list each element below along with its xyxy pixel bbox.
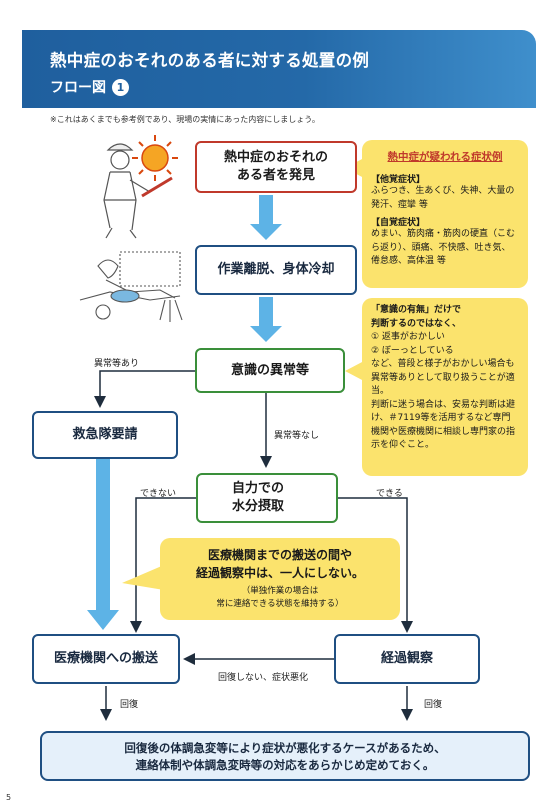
worker-illustration	[103, 143, 173, 239]
node-ambulance: 救急隊要請	[32, 411, 178, 459]
node-cooling: 作業離脱、身体冷却	[195, 245, 357, 295]
node-observe-label: 経過観察	[380, 651, 433, 666]
consciousness-callout-heading: 「意識の有無」だけで 判断するのではなく、	[371, 305, 462, 329]
line-cannot	[130, 497, 196, 633]
symptoms-callout: 熱中症が疑われる症状例 【他覚症状】 ふらつき、生あくび、失神、大量の発汗、痙攣…	[362, 140, 528, 288]
other-symptoms-text: ふらつき、生あくび、失神、大量の発汗、痙攣 等	[371, 186, 515, 210]
arrow-cooling-to-consciousness	[250, 297, 282, 342]
label-abnormal-yes: 異常等あり	[94, 359, 140, 369]
node-hydration: 自力での 水分摂取	[196, 473, 338, 523]
node-discover-label: 熱中症のおそれの ある者を発見	[223, 150, 328, 183]
monitoring-callout-main: 医療機関までの搬送の間や 経過観察中は、一人にしない。	[195, 548, 364, 580]
consciousness-item-2: ② ぼーっとしている	[371, 345, 454, 356]
page-title: 熱中症のおそれのある者に対する処置の例	[50, 51, 370, 70]
consciousness-callout: 「意識の有無」だけで 判断するのではなく、 ① 返事がおかしい ② ぼーっとして…	[362, 298, 528, 476]
final-note-box: 回復後の体調急変等により症状が悪化するケースがあるため、 連絡体制や体調急変時等…	[40, 731, 530, 781]
node-cooling-label: 作業離脱、身体冷却	[217, 262, 335, 277]
monitoring-callout-sub: （単独作業の場合は 常に連絡できる状態を維持する）	[216, 586, 344, 609]
self-symptoms-text: めまい、筋肉痛・筋肉の硬直（こむら返り）、頭痛、不快感、吐き気、倦怠感、高体温 …	[371, 229, 516, 266]
cooling-illustration	[79, 251, 183, 322]
line-can	[338, 497, 413, 633]
sun-icon	[132, 135, 178, 181]
label-not-recovered: 回復しない、症状悪化	[218, 673, 309, 683]
reference-note: ※これはあくまでも参考例であり、現場の実情にあった内容にしましょう。	[50, 115, 320, 124]
arrow-ambulance-to-transport	[87, 440, 119, 630]
line-abnormal-yes	[94, 370, 195, 408]
node-consciousness: 意識の異常等	[195, 348, 345, 393]
node-observe: 経過観察	[334, 634, 480, 684]
node-consciousness-label: 意識の異常等	[230, 362, 309, 378]
step-number-badge: 1	[112, 79, 129, 96]
label-cannot: できない	[140, 489, 177, 499]
label-can: できる	[376, 489, 403, 499]
node-transport-label: 医療機関への搬送	[53, 651, 158, 666]
label-recovered-left: 回復	[120, 700, 139, 710]
callout-tail-consciousness	[345, 361, 364, 381]
subtitle-text: フロー図	[50, 80, 106, 96]
node-transport: 医療機関への搬送	[32, 634, 180, 684]
callout-tail-middle-left	[122, 565, 164, 590]
label-recovered-right: 回復	[424, 700, 443, 710]
node-hydration-label: 自力での 水分摂取	[232, 481, 285, 514]
consciousness-text-1: など、普段と様子がおかしい場合も異常等ありとして取り扱うことが適当。	[371, 359, 515, 396]
other-symptoms-heading: 【他覚症状】	[371, 175, 426, 185]
symptoms-title: 熱中症が疑われる症状例	[387, 151, 503, 163]
final-note-text: 回復後の体調急変等により症状が悪化するケースがあるため、 連絡体制や体調急変時等…	[124, 741, 446, 772]
node-discover: 熱中症のおそれの ある者を発見	[195, 141, 357, 193]
header-banner: 熱中症のおそれのある者に対する処置の例 フロー図 1	[22, 30, 536, 108]
self-symptoms-heading: 【自覚症状】	[371, 218, 426, 228]
page-subtitle: フロー図 1	[50, 77, 129, 97]
arrow-discover-to-cooling	[250, 195, 282, 240]
monitoring-callout: 医療機関までの搬送の間や 経過観察中は、一人にしない。 （単独作業の場合は 常に…	[160, 538, 400, 620]
node-ambulance-label: 救急隊要請	[72, 427, 138, 442]
label-abnormal-no: 異常等なし	[274, 431, 320, 441]
consciousness-text-2: 判断に迷う場合は、安易な判断は避け、＃7119等を活用するなど専門機関や医療機関…	[371, 399, 516, 451]
consciousness-item-1: ① 返事がおかしい	[371, 332, 445, 342]
page-number: 5	[6, 793, 12, 802]
